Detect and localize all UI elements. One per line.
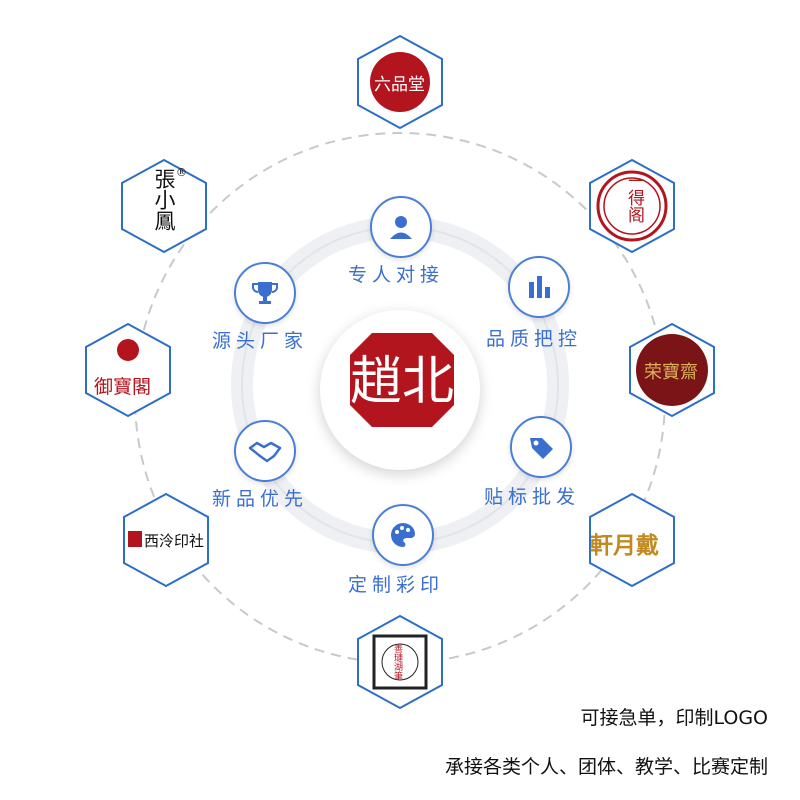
partner-hex-left: 御寶閣 [80,322,176,418]
feature-label-label-wholesale: 贴标批发 [484,486,581,508]
partner-name-lower-left: 西泠印社 [144,532,205,550]
partner-hex-top: 六品堂 [352,34,448,130]
feature-palette-icon [372,504,434,566]
partner-name-left: 御寶閣 [94,376,152,398]
partner-hex-right: 荣寶齋 [624,322,720,418]
partner-name-top: 六品堂 [374,75,425,95]
feature-label-factory: 源头厂家 [212,330,309,352]
partner-name-right: 荣寶齋 [644,362,698,383]
partner-name-upper-left: 張小鳳 [152,168,176,231]
feature-label-new-product: 新品优先 [212,488,309,510]
caption-line1: 可接急单，印制LOGO [580,707,768,729]
feature-trophy-icon [234,262,296,324]
partner-hex-upper-right: 一得阁 [584,158,680,254]
partner-hex-bottom: 善璉湖筆 [352,614,448,710]
feature-handshake-icon [234,420,296,482]
feature-label-custom-print: 定制彩印 [348,574,445,596]
feature-bar-chart-icon [508,256,570,318]
feature-label-quality: 品质把控 [486,328,583,350]
center-logo-text: 趙北 [350,352,454,412]
partner-name-bottom: 善璉湖筆 [392,644,402,680]
partner-hex-lower-right: 軒月戴 [584,492,680,588]
partner-name-lower-right: 軒月戴 [590,532,659,559]
center-seal-logo: 趙北 [350,333,454,427]
partner-hex-lower-left: 西泠印社 [118,492,214,588]
feature-tag-icon [510,416,572,478]
registered-mark: ® [176,166,187,179]
feature-user-icon [370,196,432,258]
partner-name-upper-right: 一得阁 [624,172,644,223]
caption-line2: 承接各类个人、团体、教学、比赛定制 [444,756,768,778]
feature-label-contact: 专人对接 [348,264,445,286]
partner-hex-upper-left: 張小鳳 ® [116,158,212,254]
